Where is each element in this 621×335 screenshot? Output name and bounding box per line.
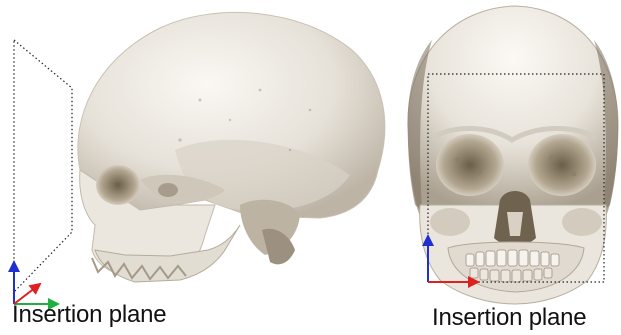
right-insertion-plane-caption: Insertion plane [432,304,586,332]
right-skull-render [408,6,618,304]
left-insertion-plane [14,40,72,292]
left-skull-render [78,12,385,282]
left-axis-triad [14,262,58,304]
left-insertion-plane-caption: Insertion plane [12,301,166,329]
